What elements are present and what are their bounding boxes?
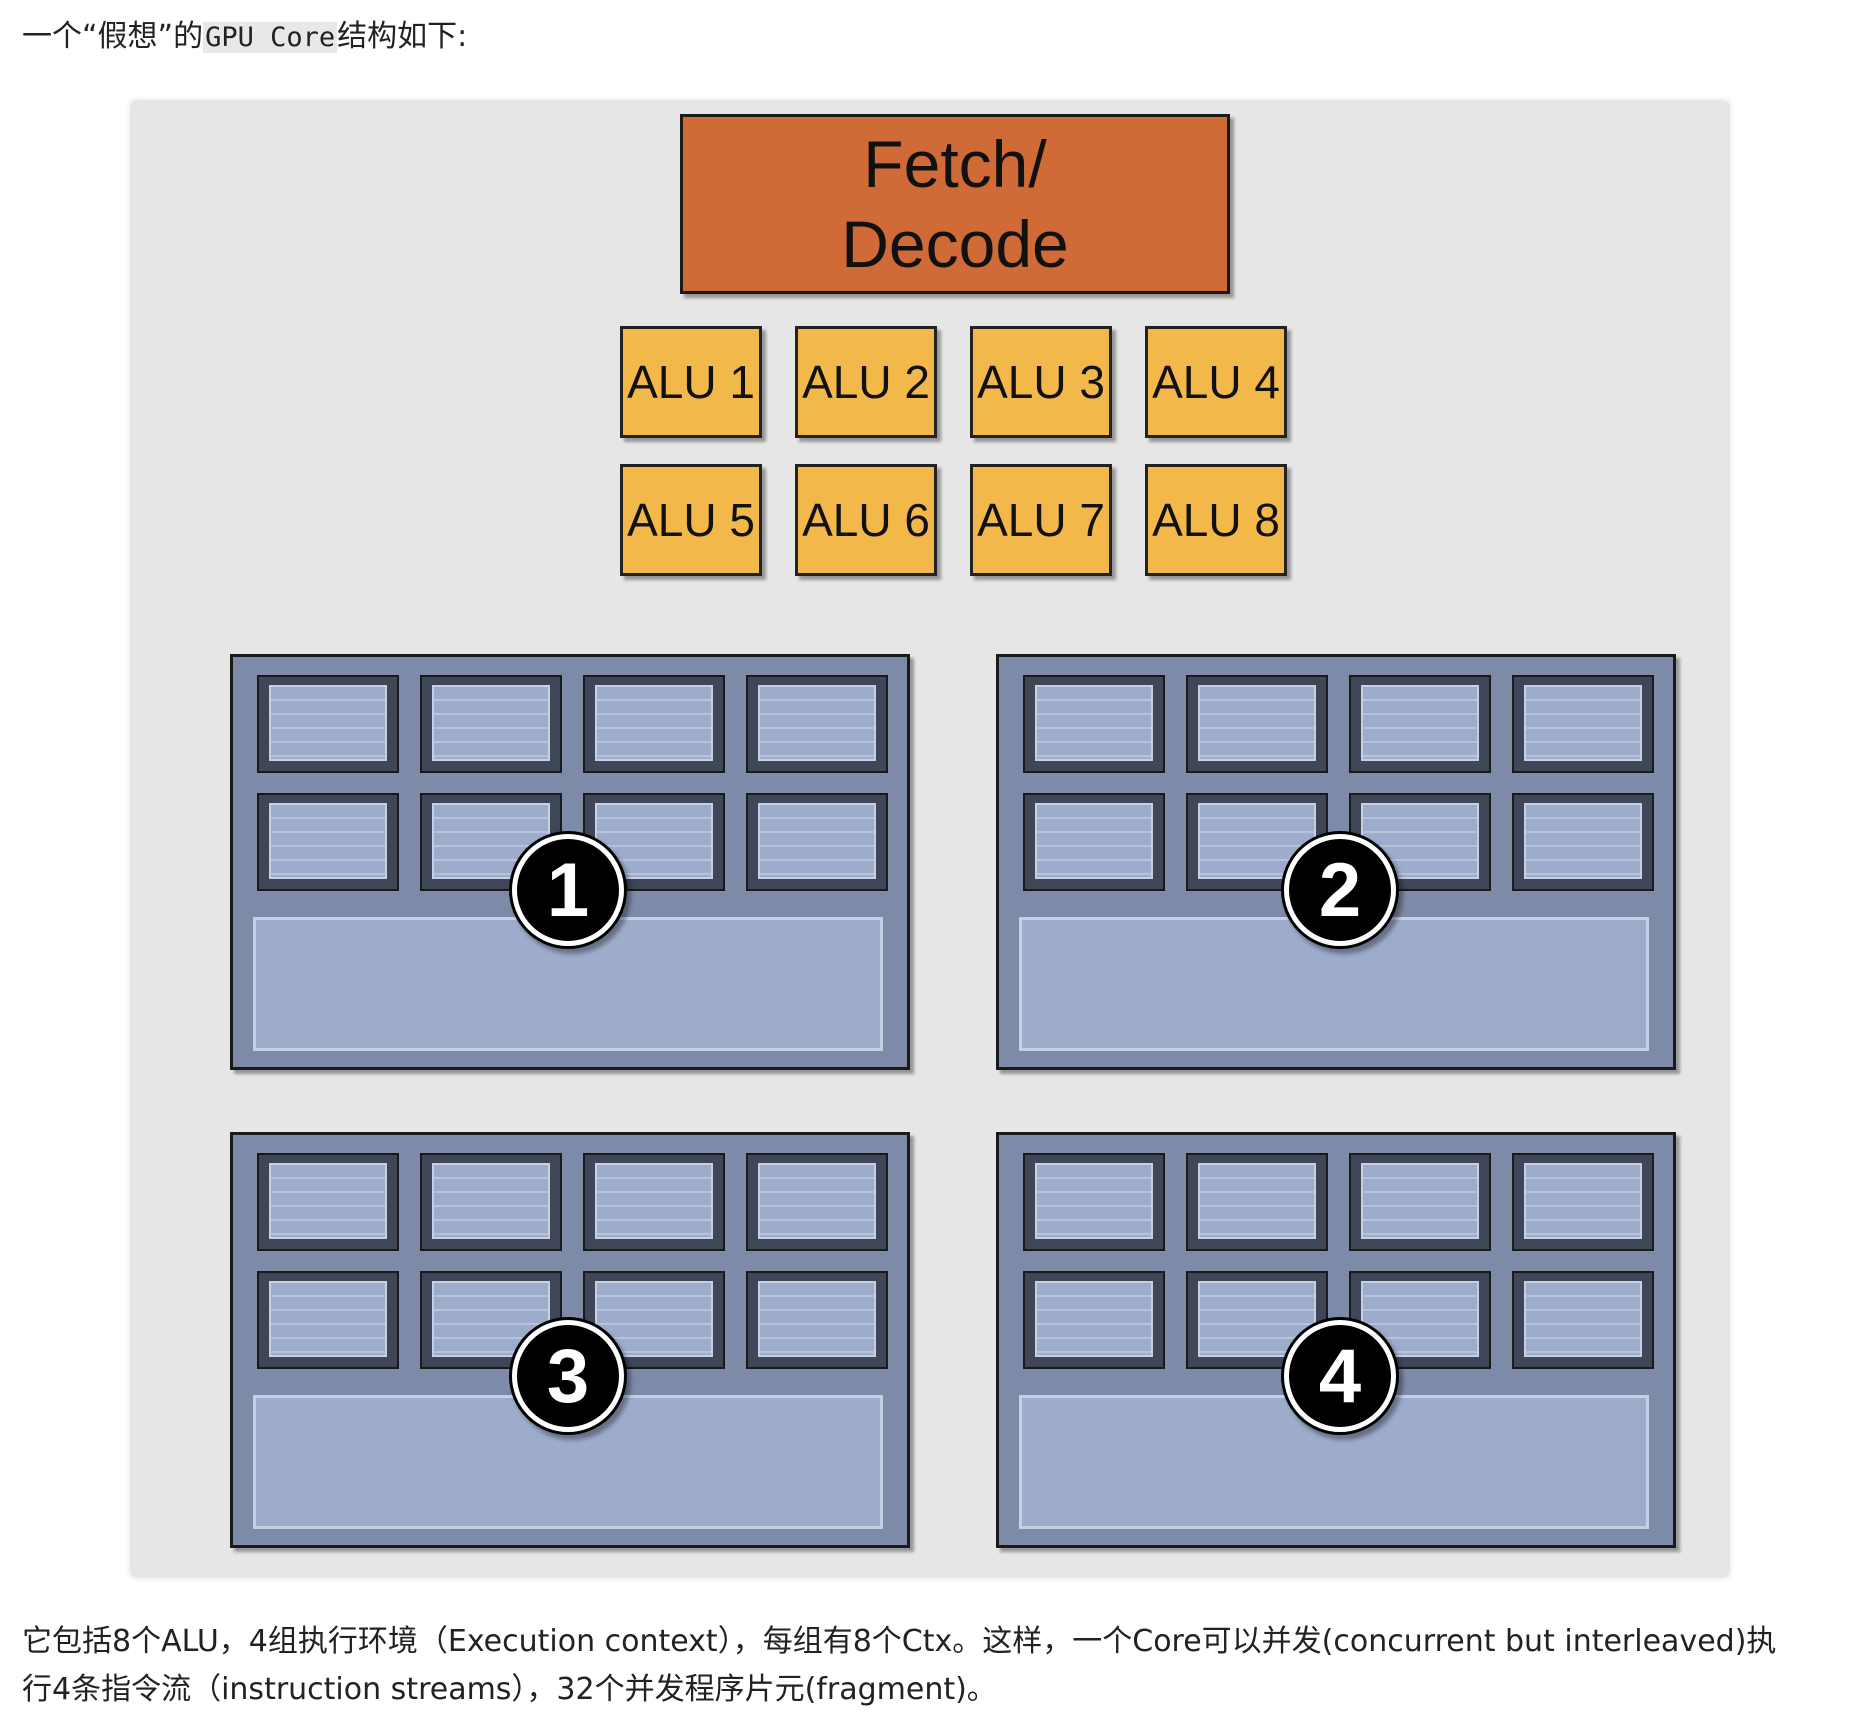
outro-paragraph: 它包括8个ALU，4组执行环境（Execution context），每组有8个…: [22, 1618, 1842, 1714]
context-cell: [1512, 1153, 1654, 1251]
context-cell: [746, 1153, 888, 1251]
context-cell: [1023, 1153, 1165, 1251]
intro-suffix: 结构如下:: [337, 19, 468, 54]
context-cell: [1512, 793, 1654, 891]
alu-2: ALU 2: [795, 326, 937, 438]
context-cell: [583, 1271, 725, 1369]
intro-text: 一个“假想”的GPU Core结构如下:: [22, 16, 467, 59]
alu-4: ALU 4: [1145, 326, 1287, 438]
outro-line-2: 行4条指令流（instruction streams），32个并发程序片元(fr…: [22, 1672, 997, 1707]
context-group-badge-2: 2: [1284, 834, 1396, 946]
context-cell: [1512, 675, 1654, 773]
context-cell: [1186, 675, 1328, 773]
context-cell: [583, 1153, 725, 1251]
intro-code: GPU Core: [203, 22, 338, 53]
alu-8: ALU 8: [1145, 464, 1287, 576]
context-cell: [420, 1153, 562, 1251]
context-cell: [1186, 1153, 1328, 1251]
alu-7: ALU 7: [970, 464, 1112, 576]
context-cell: [257, 1271, 399, 1369]
context-cell: [257, 675, 399, 773]
context-cell: [1023, 1271, 1165, 1369]
alu-5: ALU 5: [620, 464, 762, 576]
fetch-decode-block: Fetch/ Decode: [680, 114, 1230, 294]
context-cell: [746, 675, 888, 773]
context-group-badge-3: 3: [512, 1320, 624, 1432]
context-group-badge-4: 4: [1284, 1320, 1396, 1432]
outro-line-1: 它包括8个ALU，4组执行环境（Execution context），每组有8个…: [22, 1624, 1777, 1659]
context-group-badge-1: 1: [512, 834, 624, 946]
context-cell: [420, 675, 562, 773]
intro-prefix: 一个“假想”的: [22, 19, 204, 54]
context-cell: [1349, 675, 1491, 773]
fetch-decode-line2: Decode: [841, 207, 1069, 281]
context-cell: [583, 675, 725, 773]
context-cell: [1349, 1271, 1491, 1369]
alu-6: ALU 6: [795, 464, 937, 576]
context-cell: [1023, 793, 1165, 891]
shared-context-storage: [253, 917, 883, 1051]
fetch-decode-line1: Fetch/: [863, 127, 1047, 201]
context-cell: [1512, 1271, 1654, 1369]
context-cell: [257, 1153, 399, 1251]
alu-1: ALU 1: [620, 326, 762, 438]
context-cell: [1023, 675, 1165, 773]
context-cell: [1349, 1153, 1491, 1251]
context-cell: [746, 1271, 888, 1369]
context-cell: [746, 793, 888, 891]
alu-3: ALU 3: [970, 326, 1112, 438]
context-cell: [257, 793, 399, 891]
